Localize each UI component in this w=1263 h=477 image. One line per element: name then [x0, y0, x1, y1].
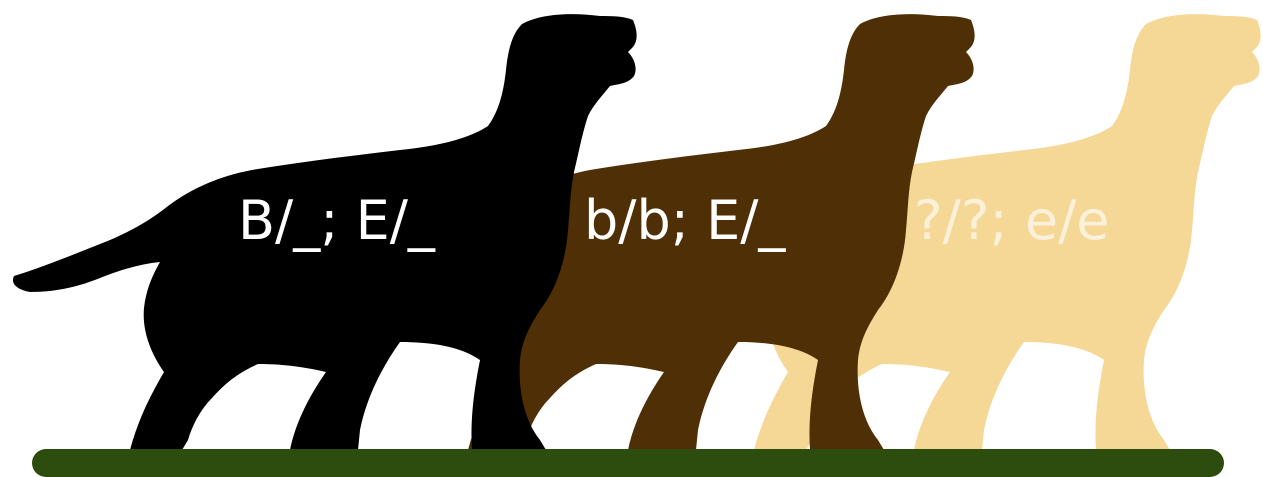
- ground-bar: [32, 449, 1224, 477]
- genotype-label-black: B/_; E/_: [238, 189, 436, 252]
- genotype-label-chocolate: b/b; E/_: [584, 189, 786, 252]
- genotype-label-yellow: ?/?; e/e: [914, 189, 1110, 252]
